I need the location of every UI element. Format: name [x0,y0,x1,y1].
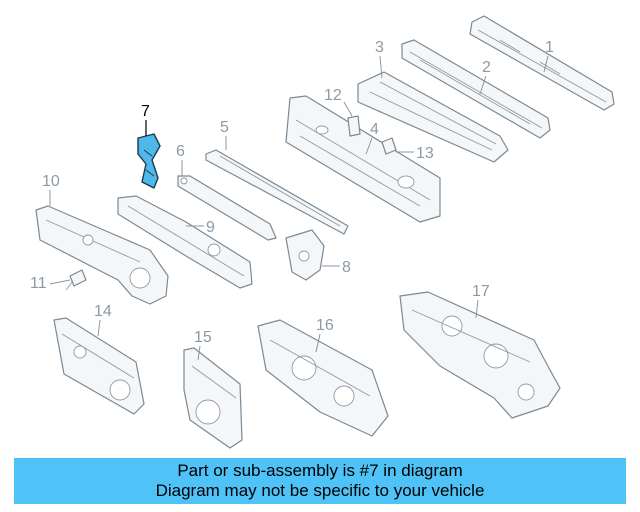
svg-text:13: 13 [416,145,434,162]
part-7-insulator-highlighted [137,133,161,189]
callout-17: 17 [472,283,490,319]
svg-text:12: 12 [324,87,342,104]
part-14-insulator [53,317,145,415]
callout-14: 14 [94,303,112,337]
callout-8: 8 [322,259,351,276]
part-8-bracket [285,229,325,281]
svg-text:16: 16 [316,317,334,334]
part-9-bracket [117,195,253,289]
part-15-insulator [183,347,243,449]
part-10-dash-panel [35,205,169,305]
svg-text:14: 14 [94,303,112,320]
svg-text:7: 7 [141,103,150,120]
callout-6: 6 [176,143,185,176]
banner-line-1: Part or sub-assembly is #7 in diagram [177,461,463,480]
callout-3: 3 [375,39,384,79]
banner-line-2: Diagram may not be specific to your vehi… [155,481,485,500]
callout-4: 4 [365,121,379,155]
part-4-lower-cowl [285,95,441,223]
svg-text:4: 4 [370,121,379,138]
callout-1: 1 [543,39,554,73]
callout-7: 7 [141,103,150,136]
svg-text:11: 11 [30,275,47,292]
callout-10: 10 [42,173,60,206]
svg-text:2: 2 [482,59,491,76]
part-1-cowl-panel [469,15,615,111]
part-16-dash-insulator [257,319,389,437]
part-13-clip [381,137,397,155]
callout-9: 9 [186,219,215,236]
callout-16: 16 [315,317,334,353]
callout-2: 2 [479,59,491,95]
svg-text:10: 10 [42,173,60,190]
part-6-brace [177,175,277,241]
svg-text:17: 17 [472,283,490,300]
part-17-large-insulator [399,291,561,419]
callout-11: 11 [30,275,71,292]
callout-12: 12 [324,87,353,117]
svg-text:15: 15 [194,329,212,346]
part-3-cowl-top [357,71,509,163]
parts-diagram: 1 2 3 4 12 [30,15,615,449]
svg-text:3: 3 [375,39,384,56]
svg-text:8: 8 [342,259,351,276]
svg-text:1: 1 [545,39,554,56]
svg-text:5: 5 [220,119,229,136]
part-2-cowl-grille [401,39,551,139]
svg-text:9: 9 [206,219,215,236]
callout-15: 15 [194,329,212,361]
info-banner: Part or sub-assembly is #7 in diagram Di… [14,458,626,504]
svg-text:6: 6 [176,143,185,160]
part-12-bracket [347,115,361,137]
part-5-cross-member [205,149,349,235]
part-11-bolt [65,269,87,291]
callout-13: 13 [396,145,434,162]
callout-5: 5 [220,119,229,150]
